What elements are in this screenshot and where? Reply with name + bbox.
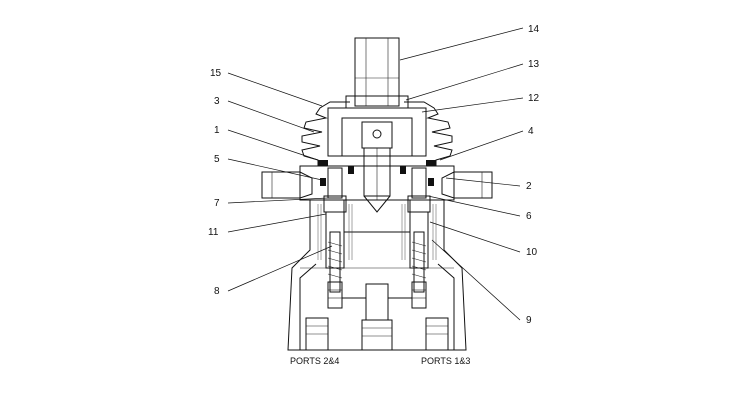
callout-2: 2 <box>526 181 532 192</box>
callout-11: 11 <box>208 227 219 238</box>
ports-2-4-label: PORTS 2&4 <box>290 356 339 366</box>
control-rod <box>354 37 400 107</box>
callout-15: 15 <box>210 68 222 79</box>
port-captions: PORTS 2&4 PORTS 1&3 <box>290 356 470 366</box>
callout-6: 6 <box>526 211 532 222</box>
valve-drawing <box>261 37 493 351</box>
callout-13: 13 <box>528 59 540 70</box>
left-plunger-assembly <box>305 167 353 351</box>
callout-5: 5 <box>214 154 220 165</box>
callout-8: 8 <box>214 286 220 297</box>
valve-body <box>287 199 467 351</box>
right-plunger-assembly <box>401 167 449 351</box>
callout-3: 3 <box>214 96 220 107</box>
callout-4: 4 <box>528 126 534 137</box>
callout-12: 12 <box>528 93 540 104</box>
center-port <box>342 283 412 351</box>
callout-9: 9 <box>526 315 532 326</box>
leader-lines <box>227 27 524 321</box>
ports-1-3-label: PORTS 1&3 <box>421 356 470 366</box>
callout-7: 7 <box>214 198 220 209</box>
callout-1: 1 <box>214 125 220 136</box>
upper-plate <box>327 107 427 213</box>
callout-10: 10 <box>526 247 538 258</box>
callout-numbers: 14 13 12 4 2 6 10 9 15 3 1 5 7 11 8 <box>208 24 540 326</box>
callout-14: 14 <box>528 24 540 35</box>
